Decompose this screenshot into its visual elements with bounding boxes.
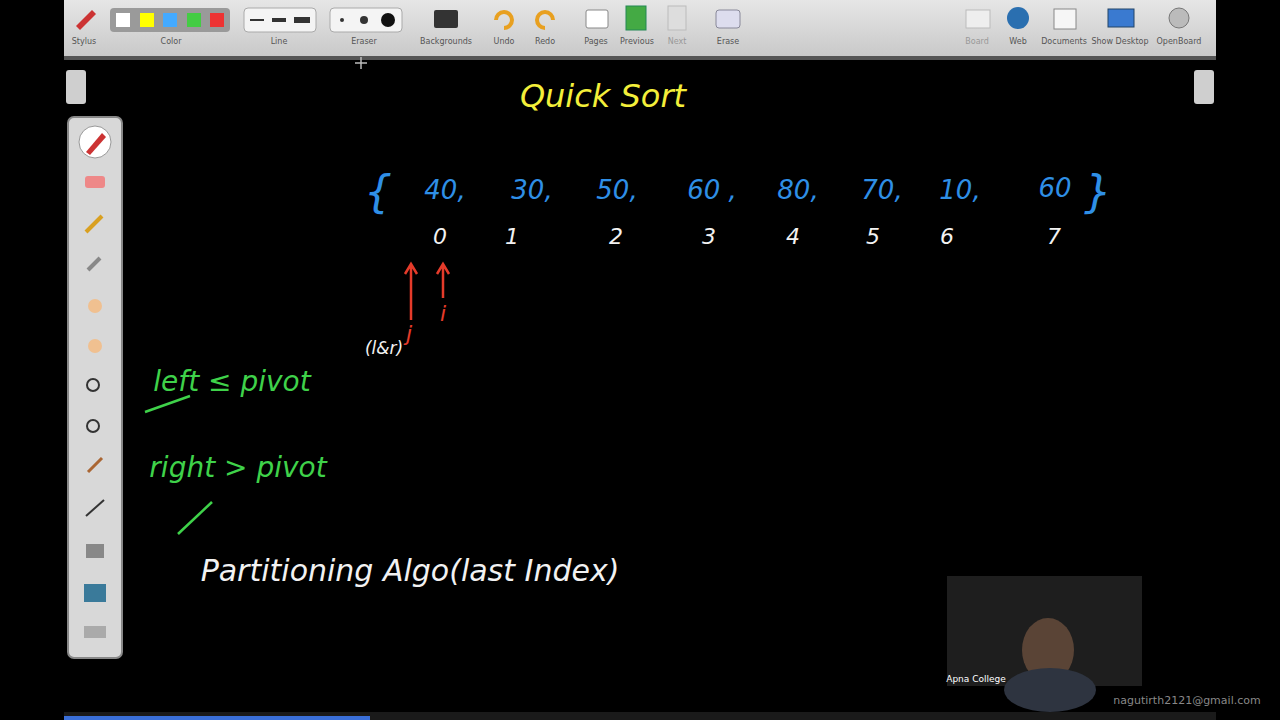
array-index: 3 bbox=[702, 225, 716, 249]
toolbar-label: Show Desktop bbox=[1091, 38, 1148, 47]
toolbar-label: Line bbox=[271, 38, 288, 47]
array-value: 60 bbox=[1038, 174, 1071, 203]
watermark: nagutirth2121@gmail.com bbox=[1113, 695, 1260, 707]
toolbar-label: Pages bbox=[584, 38, 608, 47]
array-value: 10, bbox=[939, 176, 980, 205]
array-index: 5 bbox=[866, 225, 880, 249]
title: Quick Sort bbox=[520, 79, 686, 114]
array-index: 0 bbox=[433, 225, 447, 249]
toolbar-label: Eraser bbox=[351, 38, 377, 47]
array-index: 1 bbox=[505, 225, 519, 249]
toolbar-label: Color bbox=[161, 38, 182, 47]
toolbar-label: Next bbox=[668, 38, 687, 47]
rule-note: left ≤ pivot bbox=[153, 367, 310, 398]
array-index: 6 bbox=[940, 225, 954, 249]
array-value: 80, bbox=[777, 176, 818, 205]
array-index: 4 bbox=[786, 225, 800, 249]
webcam-label: Apna College bbox=[946, 675, 1006, 685]
array-value: 50, bbox=[596, 176, 637, 205]
toolbar-label: Backgrounds bbox=[420, 38, 472, 47]
toolbar-label: OpenBoard bbox=[1157, 38, 1202, 47]
toolbar-label: Stylus bbox=[72, 38, 96, 47]
toolbar-label: Documents bbox=[1041, 38, 1087, 47]
toolbar-label: Undo bbox=[494, 38, 515, 47]
note: (l&r) bbox=[365, 339, 403, 358]
toolbar-label: Previous bbox=[620, 38, 654, 47]
toolbar-label: Redo bbox=[535, 38, 555, 47]
toolbar-label: Web bbox=[1009, 38, 1026, 47]
array-value: 30, bbox=[511, 176, 552, 205]
array-index: 7 bbox=[1047, 225, 1061, 249]
pointer-label: i bbox=[440, 302, 446, 326]
array-value: 60 , bbox=[687, 176, 737, 205]
toolbar-label: Board bbox=[965, 38, 989, 47]
array-index: 2 bbox=[609, 225, 623, 249]
rule-note: right > pivot bbox=[149, 453, 326, 484]
array-value: 40, bbox=[424, 176, 465, 205]
brace: } bbox=[1084, 168, 1112, 216]
toolbar-label: Erase bbox=[717, 38, 739, 47]
pointer-label: j bbox=[406, 322, 412, 346]
brace: { bbox=[364, 168, 392, 216]
array-value: 70, bbox=[861, 176, 902, 205]
algorithm-note: Partitioning Algo(last Index) bbox=[201, 554, 620, 587]
